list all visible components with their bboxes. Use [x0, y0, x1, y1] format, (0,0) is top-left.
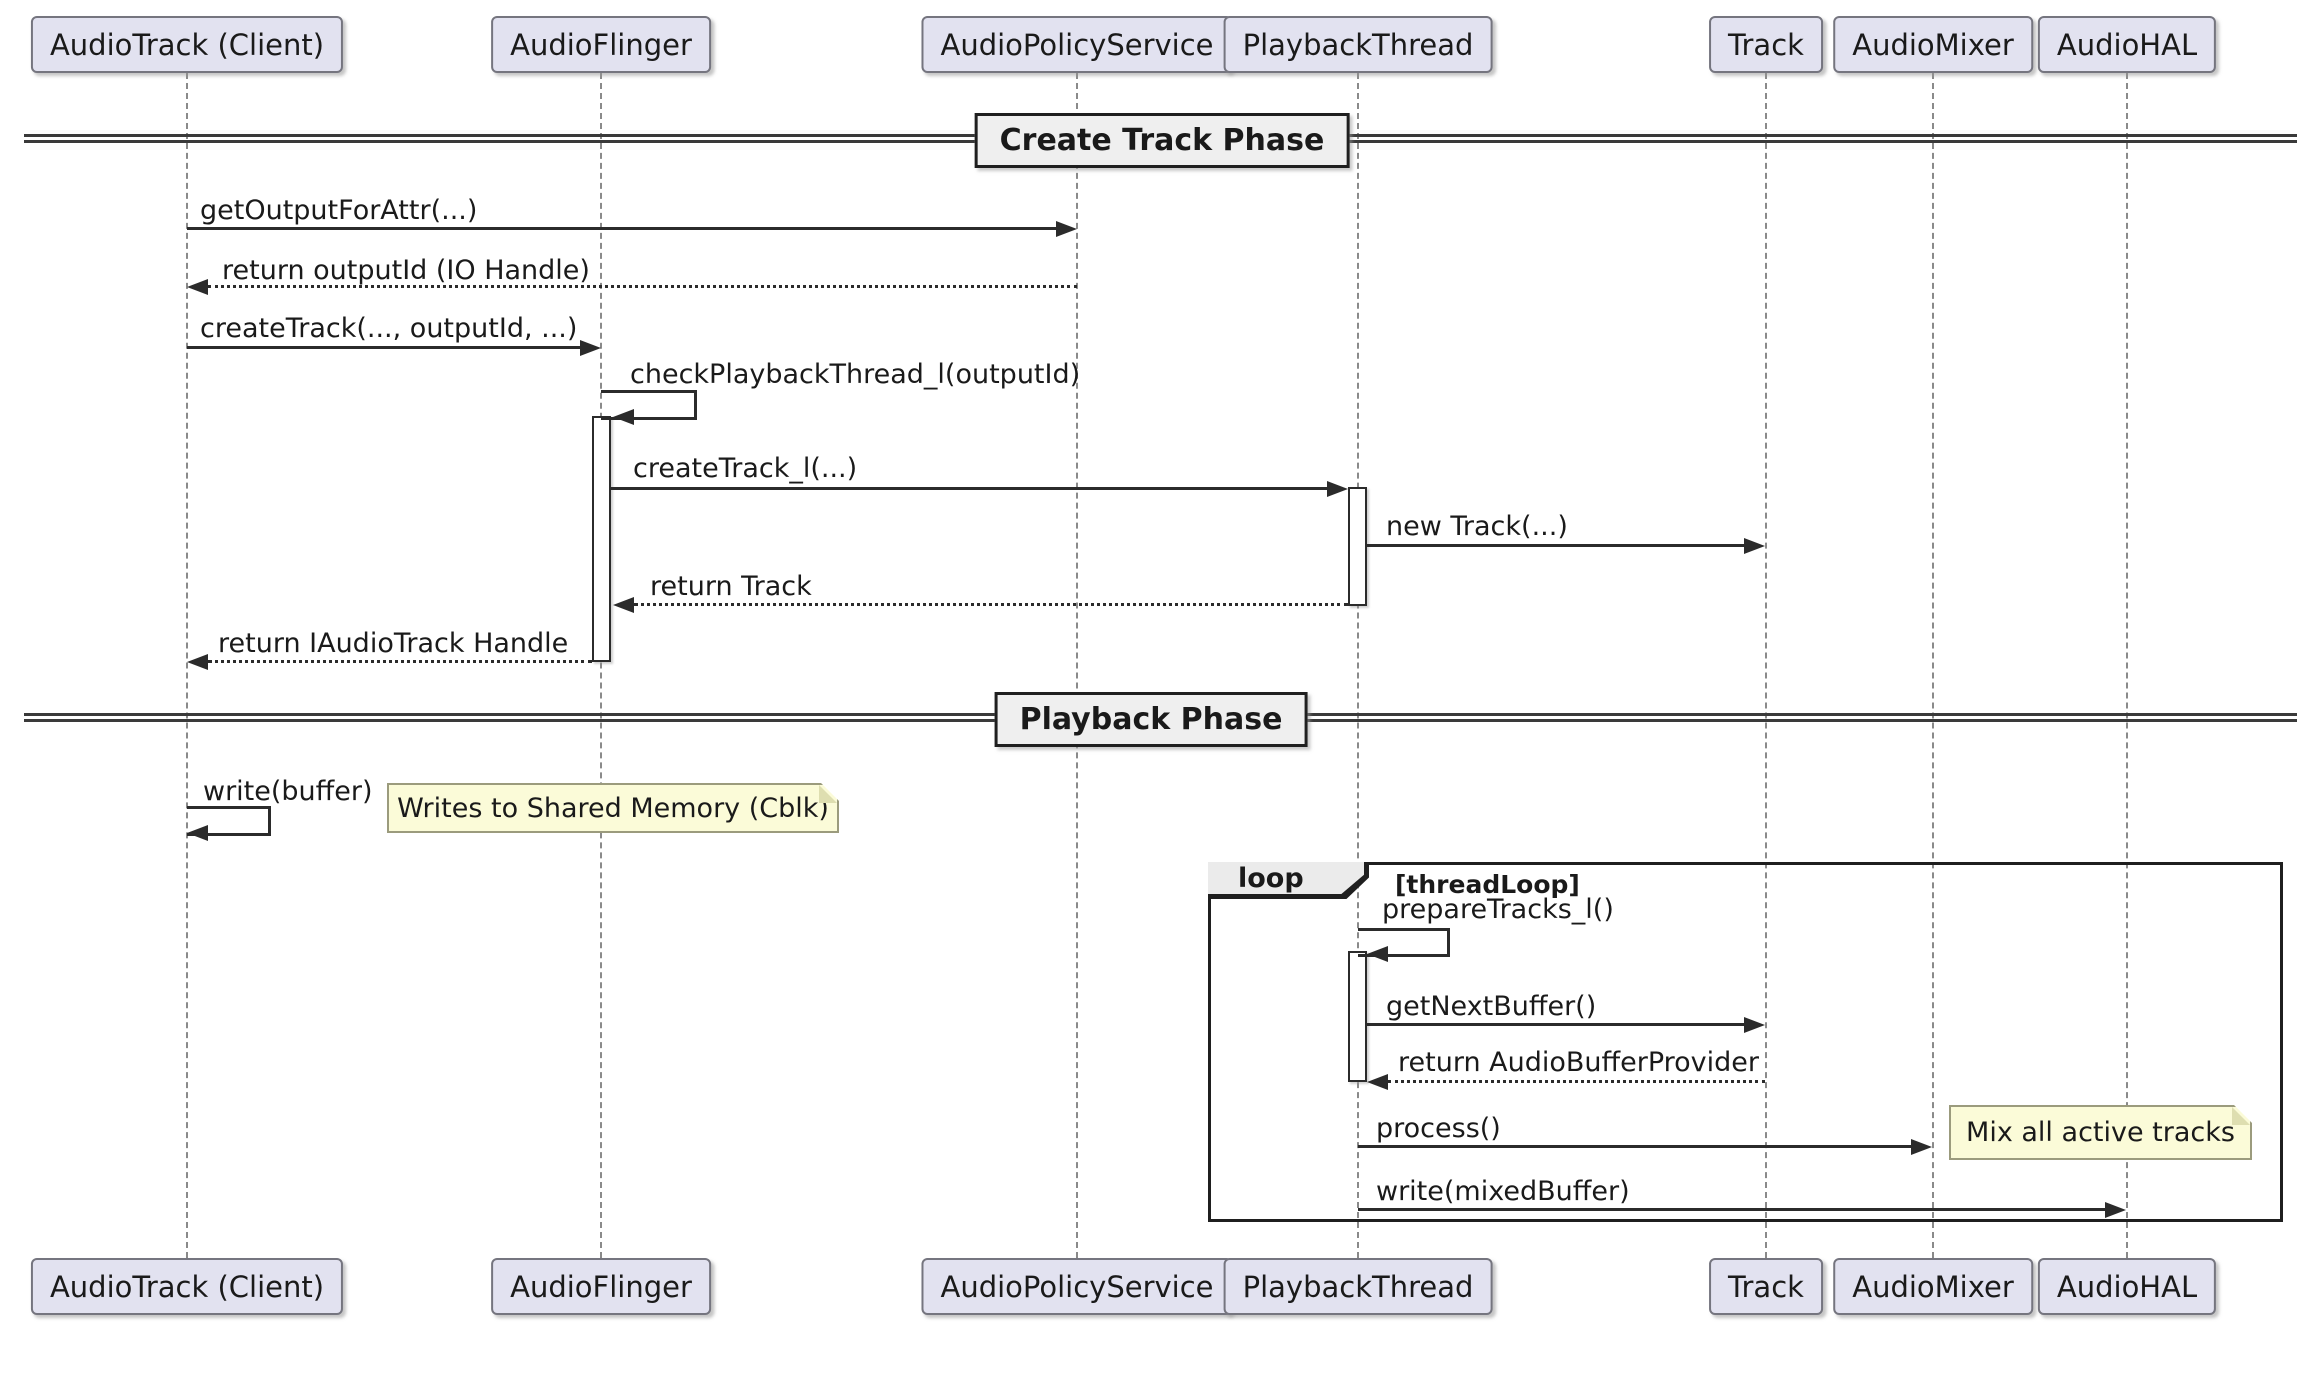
lifeline-audioflinger: [600, 73, 602, 1258]
message-arrow-getoutputforattr: [187, 227, 1059, 230]
message-label-process: process(): [1376, 1113, 1501, 1144]
arrowhead-right: [1911, 1139, 1932, 1155]
participant-bottom-track: Track: [1709, 1258, 1823, 1315]
participant-bottom-playbackthread: PlaybackThread: [1223, 1258, 1493, 1315]
participant-top-audiomixer: AudioMixer: [1833, 16, 2033, 73]
note-mix-all-active-tracks: Mix all active tracks: [1949, 1105, 2252, 1160]
message-arrow-createtrack: [187, 346, 581, 349]
participant-top-audioflinger: AudioFlinger: [491, 16, 711, 73]
message-label-createtrack-l: createTrack_l(...): [633, 453, 858, 484]
loop-fragment: loop [threadLoop]: [1208, 862, 2283, 1222]
loop-operator-pentagon: loop: [1208, 862, 1369, 899]
participant-top-audiopolicyservice: AudioPolicyService: [921, 16, 1233, 73]
participant-bottom-audioflinger: AudioFlinger: [491, 1258, 711, 1315]
participant-bottom-audiohal: AudioHAL: [2037, 1258, 2217, 1315]
message-label-return-audiobufferprovider: return AudioBufferProvider: [1398, 1047, 1759, 1078]
activation-audioflinger: [592, 416, 611, 662]
message-label-return-track: return Track: [650, 571, 812, 602]
self-message-preparetracks: [1358, 928, 1450, 957]
loop-operator-label: loop: [1238, 862, 1304, 894]
phase-divider-playback: Playback Phase: [994, 692, 1308, 747]
arrowhead-right: [1327, 481, 1348, 497]
arrowhead-right: [1744, 1017, 1765, 1033]
self-message-checkplaybackthread: [601, 390, 697, 420]
lifeline-track: [1765, 73, 1767, 1258]
message-label-getoutputforattr: getOutputForAttr(...): [200, 195, 478, 226]
participant-top-audiohal: AudioHAL: [2037, 16, 2217, 73]
loop-guard-label: [threadLoop]: [1395, 870, 1580, 899]
message-label-return-outputid: return outputId (IO Handle): [222, 255, 590, 286]
message-label-preparetracks: prepareTracks_l(): [1382, 894, 1614, 925]
message-arrow-process: [1358, 1145, 1912, 1148]
note-fold-icon: [819, 785, 837, 803]
activation-playbackthread-loop: [1348, 951, 1367, 1082]
arrowhead-left: [613, 597, 634, 613]
message-label-createtrack: createTrack(..., outputId, ...): [200, 313, 578, 344]
participant-top-playbackthread: PlaybackThread: [1223, 16, 1493, 73]
participant-bottom-audiopolicyservice: AudioPolicyService: [921, 1258, 1233, 1315]
participant-bottom-audiomixer: AudioMixer: [1833, 1258, 2033, 1315]
note-text: Writes to Shared Memory (Cblk): [397, 792, 829, 824]
note-writes-shared-memory: Writes to Shared Memory (Cblk): [387, 783, 839, 833]
arrowhead-left: [1367, 946, 1388, 962]
phase-divider-create-track: Create Track Phase: [974, 113, 1350, 168]
message-arrow-return-track: [634, 603, 1348, 606]
arrowhead-left: [187, 654, 208, 670]
participant-top-track: Track: [1709, 16, 1823, 73]
message-label-write-mixedbuffer: write(mixedBuffer): [1376, 1176, 1630, 1207]
message-label-getnextbuffer: getNextBuffer(): [1386, 991, 1597, 1022]
arrowhead-right: [2105, 1202, 2126, 1218]
message-label-new-track: new Track(...): [1386, 511, 1568, 542]
arrowhead-left: [187, 825, 208, 841]
participant-bottom-audiotrack-client: AudioTrack (Client): [30, 1258, 344, 1315]
activation-playbackthread-create: [1348, 487, 1367, 606]
message-label-return-iaudiotrack: return IAudioTrack Handle: [218, 628, 569, 659]
message-arrow-createtrack-l: [611, 487, 1328, 490]
message-label-write-buffer: write(buffer): [203, 776, 373, 807]
arrowhead-right: [1744, 538, 1765, 554]
message-arrow-getnextbuffer: [1367, 1023, 1744, 1026]
lifeline-audiohal: [2126, 73, 2128, 1258]
message-arrow-write-mixedbuffer: [1358, 1208, 2106, 1211]
lifeline-audiopolicyservice: [1076, 73, 1078, 1258]
arrowhead-left: [187, 279, 208, 295]
self-message-write-buffer: [187, 806, 271, 836]
message-arrow-return-audiobufferprovider: [1388, 1080, 1765, 1083]
participant-top-audiotrack-client: AudioTrack (Client): [30, 16, 344, 73]
message-label-checkplaybackthread: checkPlaybackThread_l(outputId): [630, 359, 1081, 390]
arrowhead-right: [580, 340, 601, 356]
lifeline-playbackthread: [1357, 73, 1359, 1258]
arrowhead-right: [1056, 221, 1077, 237]
lifeline-audiomixer: [1932, 73, 1934, 1258]
arrowhead-left: [1367, 1074, 1388, 1090]
note-text: Mix all active tracks: [1966, 1117, 2235, 1148]
message-arrow-new-track: [1367, 544, 1744, 547]
message-arrow-return-iaudiotrack: [208, 660, 592, 663]
arrowhead-left: [613, 409, 634, 425]
message-arrow-return-outputid: [208, 285, 1077, 288]
